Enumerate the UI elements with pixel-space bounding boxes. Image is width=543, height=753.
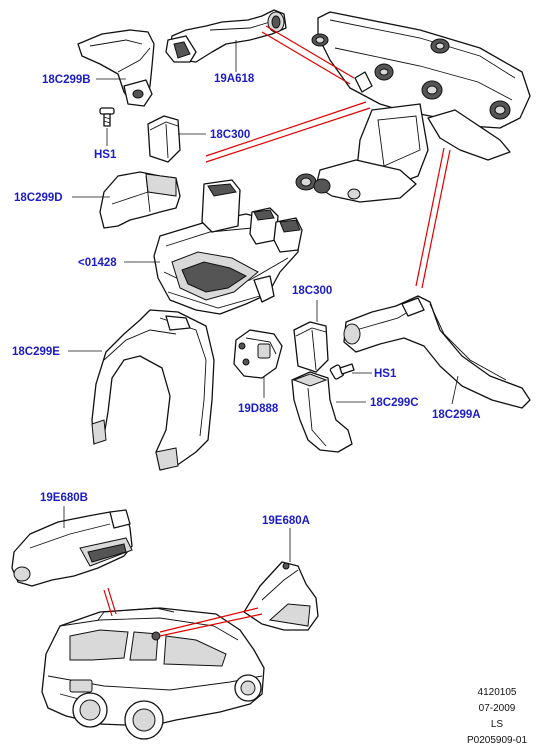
label-18c300-right: 18C300 — [292, 285, 332, 297]
part-labels: 19A618 18C299B HS1 18C300 18C299D <01428… — [12, 73, 481, 527]
label-19d888: 19D888 — [238, 403, 279, 415]
label-hs1-top: HS1 — [94, 149, 117, 161]
dashboard-vent-assembly — [295, 11, 531, 203]
label-18c299e: 18C299E — [12, 346, 60, 358]
duct-18c299b — [77, 29, 155, 107]
bracket-19d888 — [233, 329, 283, 379]
duct-18c299a — [343, 295, 531, 409]
vehicle-illustration — [41, 607, 265, 740]
duct-18c299c — [291, 371, 353, 453]
cap-18c300-top — [147, 115, 181, 163]
duct-19e680a — [243, 561, 319, 631]
label-19a618: 19A618 — [214, 73, 255, 85]
screw-hs1-right — [329, 363, 355, 380]
footer-ref: P0205909-01 — [467, 735, 527, 746]
label-18c299a: 18C299A — [432, 409, 481, 421]
duct-19a618 — [165, 9, 287, 63]
footer-region: LS — [491, 719, 504, 730]
screw-hs1-top — [99, 107, 115, 127]
label-01428: <01428 — [78, 257, 117, 269]
red-locator-lines — [103, 25, 451, 637]
duct-19e680b — [11, 509, 133, 587]
label-19e680b: 19E680B — [40, 492, 88, 504]
footer-code: 4120105 — [478, 687, 517, 698]
label-18c300-top: 18C300 — [210, 129, 250, 141]
label-18c299b: 18C299B — [42, 74, 91, 86]
distribution-unit-01428 — [153, 179, 303, 315]
label-18c299c: 18C299C — [370, 397, 419, 409]
leader-lines — [63, 40, 459, 562]
cap-18c300-right — [293, 321, 329, 373]
label-18c299d: 18C299D — [14, 192, 63, 204]
duct-18c299e — [91, 309, 215, 471]
label-hs1-right: HS1 — [374, 368, 397, 380]
footer-date: 07-2009 — [479, 703, 516, 714]
label-19e680a: 19E680A — [262, 515, 310, 527]
reference-footer: 4120105 07-2009 LS P0205909-01 — [467, 687, 527, 746]
duct-18c299d — [99, 171, 181, 229]
